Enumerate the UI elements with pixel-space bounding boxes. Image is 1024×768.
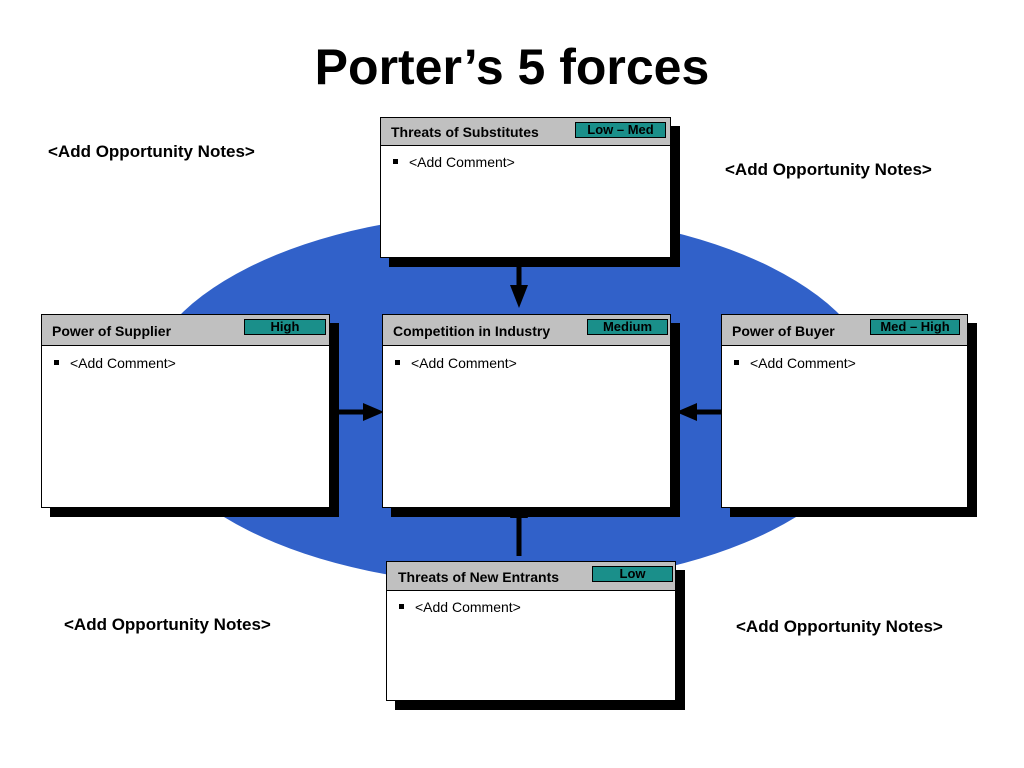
box-body: Competition in Industry Medium <Add Comm… (382, 314, 671, 508)
opportunity-note-bottom-left: <Add Opportunity Notes> (64, 615, 271, 634)
force-box-substitutes: Threats of Substitutes Low – Med <Add Co… (380, 117, 680, 267)
box-header: Power of Buyer Med – High (722, 315, 967, 346)
box-header: Competition in Industry Medium (383, 315, 670, 346)
box-title: Threats of Substitutes (391, 124, 539, 140)
force-box-supplier: Power of Supplier High <Add Comment> (41, 314, 339, 517)
box-header: Threats of New Entrants Low (387, 562, 675, 591)
level-badge: Low (592, 566, 673, 582)
bullet-icon (393, 158, 398, 164)
comment-text: <Add Comment> (70, 355, 176, 371)
force-box-competition: Competition in Industry Medium <Add Comm… (382, 314, 680, 517)
bullet-icon (54, 359, 59, 365)
comment-item: <Add Comment> (393, 154, 515, 170)
level-badge: Med – High (870, 319, 960, 335)
box-body: Threats of Substitutes Low – Med <Add Co… (380, 117, 671, 258)
opportunity-note-bottom-right: <Add Opportunity Notes> (736, 617, 943, 636)
level-badge: High (244, 319, 326, 335)
comment-item: <Add Comment> (395, 355, 517, 371)
box-title: Competition in Industry (393, 323, 551, 339)
force-box-buyer: Power of Buyer Med – High <Add Comment> (721, 314, 977, 517)
comment-item: <Add Comment> (734, 355, 856, 371)
box-title: Threats of New Entrants (398, 569, 560, 585)
level-badge: Medium (587, 319, 668, 335)
opportunity-note-top-right: <Add Opportunity Notes> (725, 160, 932, 179)
force-box-new-entrants: Threats of New Entrants Low <Add Comment… (386, 561, 685, 710)
bullet-icon (399, 603, 404, 609)
comment-text: <Add Comment> (750, 355, 856, 371)
box-body: Power of Buyer Med – High <Add Comment> (721, 314, 968, 508)
comment-text: <Add Comment> (409, 154, 515, 170)
comment-text: <Add Comment> (415, 599, 521, 615)
arrowhead-substitutes (510, 285, 528, 308)
comment-item: <Add Comment> (399, 599, 521, 615)
comment-text: <Add Comment> (411, 355, 517, 371)
page-title: Porter’s 5 forces (314, 39, 710, 95)
box-title: Power of Buyer (732, 323, 835, 339)
arrowhead-buyer (676, 403, 697, 421)
box-title: Power of Supplier (52, 323, 172, 339)
box-header: Power of Supplier High (42, 315, 329, 346)
arrowhead-supplier (363, 403, 384, 421)
box-body: Threats of New Entrants Low <Add Comment… (386, 561, 676, 701)
box-header: Threats of Substitutes Low – Med (381, 118, 670, 146)
box-body: Power of Supplier High <Add Comment> (41, 314, 330, 508)
comment-item: <Add Comment> (54, 355, 176, 371)
level-badge: Low – Med (575, 122, 666, 138)
bullet-icon (395, 359, 400, 365)
bullet-icon (734, 359, 739, 365)
opportunity-note-top-left: <Add Opportunity Notes> (48, 142, 255, 161)
